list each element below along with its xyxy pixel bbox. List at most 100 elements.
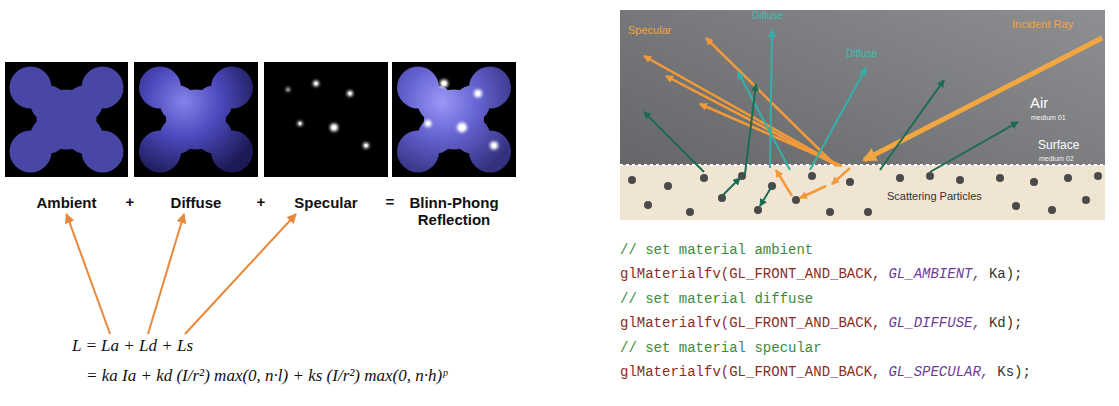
- illustration-part: [1048, 206, 1056, 214]
- illustration-part: [620, 165, 1105, 220]
- medium-label: Surface: [1038, 138, 1079, 152]
- illustration-part: [1030, 178, 1038, 186]
- medium-note: medium 02: [1039, 155, 1074, 162]
- pointer-arrow: [185, 214, 296, 334]
- medium-label: Air: [1030, 94, 1048, 111]
- illustration-part: [442, 82, 446, 86]
- panel-label: Diffuse: [134, 194, 258, 211]
- ray-label: Incident Ray: [1012, 18, 1073, 30]
- formula-line: = ka Ia + kd (I/r²) max(0, n·l) + ks (I/…: [86, 366, 447, 386]
- pointer-arrow: [148, 214, 184, 334]
- illustration-part: [1064, 174, 1072, 182]
- illustration-part: [1082, 196, 1090, 204]
- code-argument: Ka);: [989, 266, 1023, 282]
- illustration-part: [1094, 172, 1102, 180]
- image-panel: Blinn-Phong Reflection: [392, 62, 516, 231]
- illustration-part: [628, 172, 1102, 216]
- illustration-part: [426, 122, 430, 126]
- illustration-part: [832, 168, 850, 184]
- illustration-part: [1012, 202, 1020, 210]
- image-panel: Diffuse: [134, 62, 258, 214]
- operator: +: [126, 193, 135, 210]
- code-comment: // set material ambient: [620, 242, 813, 258]
- code-constant: GL_DIFFUSE,: [888, 315, 980, 331]
- illustration-part: [745, 84, 756, 174]
- code-constant: GL_AMBIENT,: [888, 266, 980, 282]
- ray-label: Diffuse: [846, 48, 877, 59]
- illustration-part: [996, 174, 1004, 182]
- thumbnail-diffuse: [134, 62, 258, 177]
- image-panel: Ambient: [5, 62, 128, 214]
- thumbnail-blinn-phong: [392, 62, 516, 177]
- illustration-part: [10, 67, 124, 173]
- illustration-part: [926, 172, 934, 180]
- illustration-part: [628, 176, 636, 184]
- code-argument: Ks);: [997, 364, 1031, 380]
- illustration-part: [459, 125, 464, 130]
- illustration-part: [930, 122, 1018, 172]
- illustration-part: [620, 164, 1105, 166]
- illustration-part: [299, 122, 301, 124]
- scattering-illustration: [620, 10, 1105, 220]
- illustration-part: [264, 62, 388, 177]
- illustration-part: [620, 10, 1105, 220]
- illustration-part: [347, 91, 353, 97]
- illustration-part: [286, 88, 290, 92]
- operator: +: [257, 193, 266, 210]
- illustration-part: [722, 178, 740, 196]
- image-panel: Specular: [264, 62, 388, 214]
- illustration-part: [800, 186, 826, 198]
- illustration-part: [644, 112, 704, 172]
- code-call: glMaterialfv(GL_FRONT_AND_BACK,: [620, 364, 880, 380]
- illustration-part: [760, 186, 772, 206]
- illustration-part: [349, 92, 352, 95]
- illustration-part: [956, 176, 964, 184]
- code-call: glMaterialfv(GL_FRONT_AND_BACK,: [620, 315, 880, 331]
- code-comment: // set material diffuse: [620, 291, 813, 307]
- illustration-part: [425, 120, 432, 127]
- illustration-part: [644, 80, 1018, 206]
- formula-line: L = La + Ld + Ls: [72, 336, 447, 356]
- panel-label: Specular: [264, 194, 388, 211]
- illustration-part: [644, 201, 652, 209]
- code-comment: // set material specular: [620, 340, 822, 356]
- illustration-part: [365, 144, 368, 147]
- illustration-part: [315, 82, 318, 85]
- formula-block: L = La + Ld + Ls = ka Ia + kd (I/r²) max(…: [70, 334, 449, 388]
- illustration-part: [700, 174, 708, 182]
- illustration-part: [286, 81, 369, 149]
- pointer-arrow: [67, 214, 111, 334]
- illustration-part: [492, 144, 496, 148]
- illustration-part: [5, 62, 128, 177]
- illustration-part: [425, 80, 499, 150]
- illustration-part: [826, 208, 834, 216]
- panel-label: Ambient: [5, 194, 128, 211]
- medium-note: medium 01: [1031, 114, 1066, 121]
- illustration-part: [738, 72, 790, 170]
- illustration-part: [810, 68, 866, 170]
- illustration-part: [298, 121, 303, 126]
- code-constant: GL_SPECULAR,: [888, 364, 989, 380]
- thumbnail-ambient: [5, 62, 128, 177]
- illustration-part: [754, 206, 762, 214]
- panel-label: Blinn-Phong Reflection: [392, 194, 516, 228]
- illustration-part: [880, 80, 944, 170]
- illustration-part: [440, 80, 448, 88]
- illustration-part: [686, 208, 694, 216]
- illustration-part: [139, 67, 253, 173]
- illustration-part: [896, 174, 904, 182]
- illustration-part: [490, 142, 498, 150]
- operator: =: [386, 193, 395, 210]
- code-argument: Kd);: [989, 315, 1023, 331]
- illustration-part: [644, 38, 850, 198]
- illustration-part: [664, 182, 672, 190]
- code-call: glMaterialfv(GL_FRONT_AND_BACK,: [620, 266, 880, 282]
- thumbnail-specular: [264, 62, 388, 177]
- ray-label: Diffuse: [752, 10, 783, 21]
- illustration-part: [770, 30, 772, 168]
- illustration-part: [476, 92, 480, 96]
- illustration-part: [846, 178, 854, 186]
- particle-label: Scattering Particles: [884, 190, 985, 202]
- illustration-part: [792, 196, 800, 204]
